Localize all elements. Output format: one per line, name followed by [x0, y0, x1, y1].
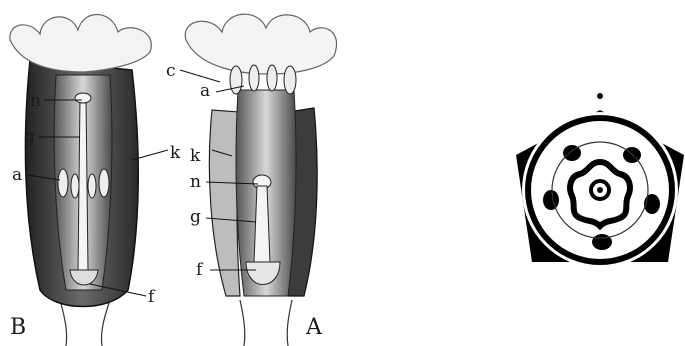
panel-label-b: B — [10, 315, 26, 340]
a-label-f: f — [196, 260, 204, 280]
panel-label-a: A — [305, 315, 323, 340]
b-label-a: a — [12, 165, 22, 185]
b-label-n: n — [30, 91, 41, 111]
floral-diagram — [516, 93, 684, 268]
a-label-k: k — [190, 146, 201, 166]
b-label-f: f — [148, 287, 156, 307]
b-label-g: g — [24, 127, 35, 147]
a-label-c: c — [166, 61, 176, 81]
a-label-a: a — [200, 81, 210, 101]
b-label-k: k — [170, 143, 181, 163]
a-label-n: n — [190, 172, 201, 192]
figure-b-longitudinal-section: n g a k f B — [10, 14, 181, 346]
a-label-g: g — [190, 207, 201, 227]
figure-a-longitudinal-section: c a k n g f A — [166, 14, 337, 346]
